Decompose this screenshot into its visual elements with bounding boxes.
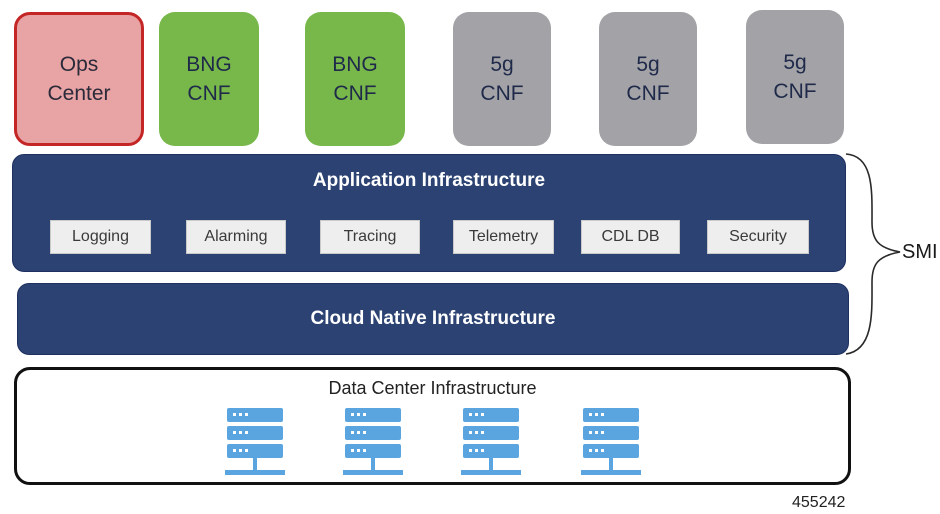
cnf-label-line1: 5g — [636, 53, 660, 76]
cnf-label-line2: CNF — [773, 80, 817, 103]
smi-label: SMI — [902, 241, 938, 263]
data-center-infrastructure-box: Data Center Infrastructure — [14, 367, 851, 485]
service-logging: Logging — [50, 220, 151, 254]
cnf-label-line1: 5g — [783, 51, 807, 74]
figure-id-label: 455242 — [792, 494, 846, 511]
service-tracing: Tracing — [320, 220, 420, 254]
cnf-label-line2: CNF — [187, 82, 231, 105]
cnf-label-line2: CNF — [480, 82, 524, 105]
cnf-label-line2: Center — [47, 82, 111, 105]
smi-brace-icon — [845, 153, 901, 355]
service-alarming: Alarming — [186, 220, 286, 254]
5g-cnf-box: 5g CNF — [746, 10, 844, 144]
5g-cnf-box: 5g CNF — [453, 12, 551, 146]
cloud-native-infrastructure-layer: Cloud Native Infrastructure — [17, 283, 849, 355]
server-icon — [461, 408, 521, 475]
server-icon — [225, 408, 285, 475]
cnf-label-line1: BNG — [332, 53, 378, 76]
service-cdl-db: CDL DB — [581, 220, 680, 254]
ops-center-box: Ops Center — [14, 12, 144, 146]
service-security: Security — [707, 220, 809, 254]
cnf-label-line1: Ops — [59, 53, 99, 76]
cnf-label-line1: 5g — [490, 53, 514, 76]
server-icon — [343, 408, 403, 475]
cloud-native-infrastructure-title: Cloud Native Infrastructure — [310, 308, 556, 329]
application-infrastructure-layer: Application Infrastructure Logging Alarm… — [12, 154, 846, 272]
application-infrastructure-title: Application Infrastructure — [312, 170, 546, 191]
server-icon — [581, 408, 641, 475]
cnf-label-line2: CNF — [333, 82, 377, 105]
cnf-label-line1: BNG — [186, 53, 232, 76]
data-center-infrastructure-title: Data Center Infrastructure — [328, 378, 537, 398]
bng-cnf-box: BNG CNF — [159, 12, 259, 146]
5g-cnf-box: 5g CNF — [599, 12, 697, 146]
service-telemetry: Telemetry — [453, 220, 554, 254]
cnf-label-line2: CNF — [626, 82, 670, 105]
bng-cnf-box: BNG CNF — [305, 12, 405, 146]
